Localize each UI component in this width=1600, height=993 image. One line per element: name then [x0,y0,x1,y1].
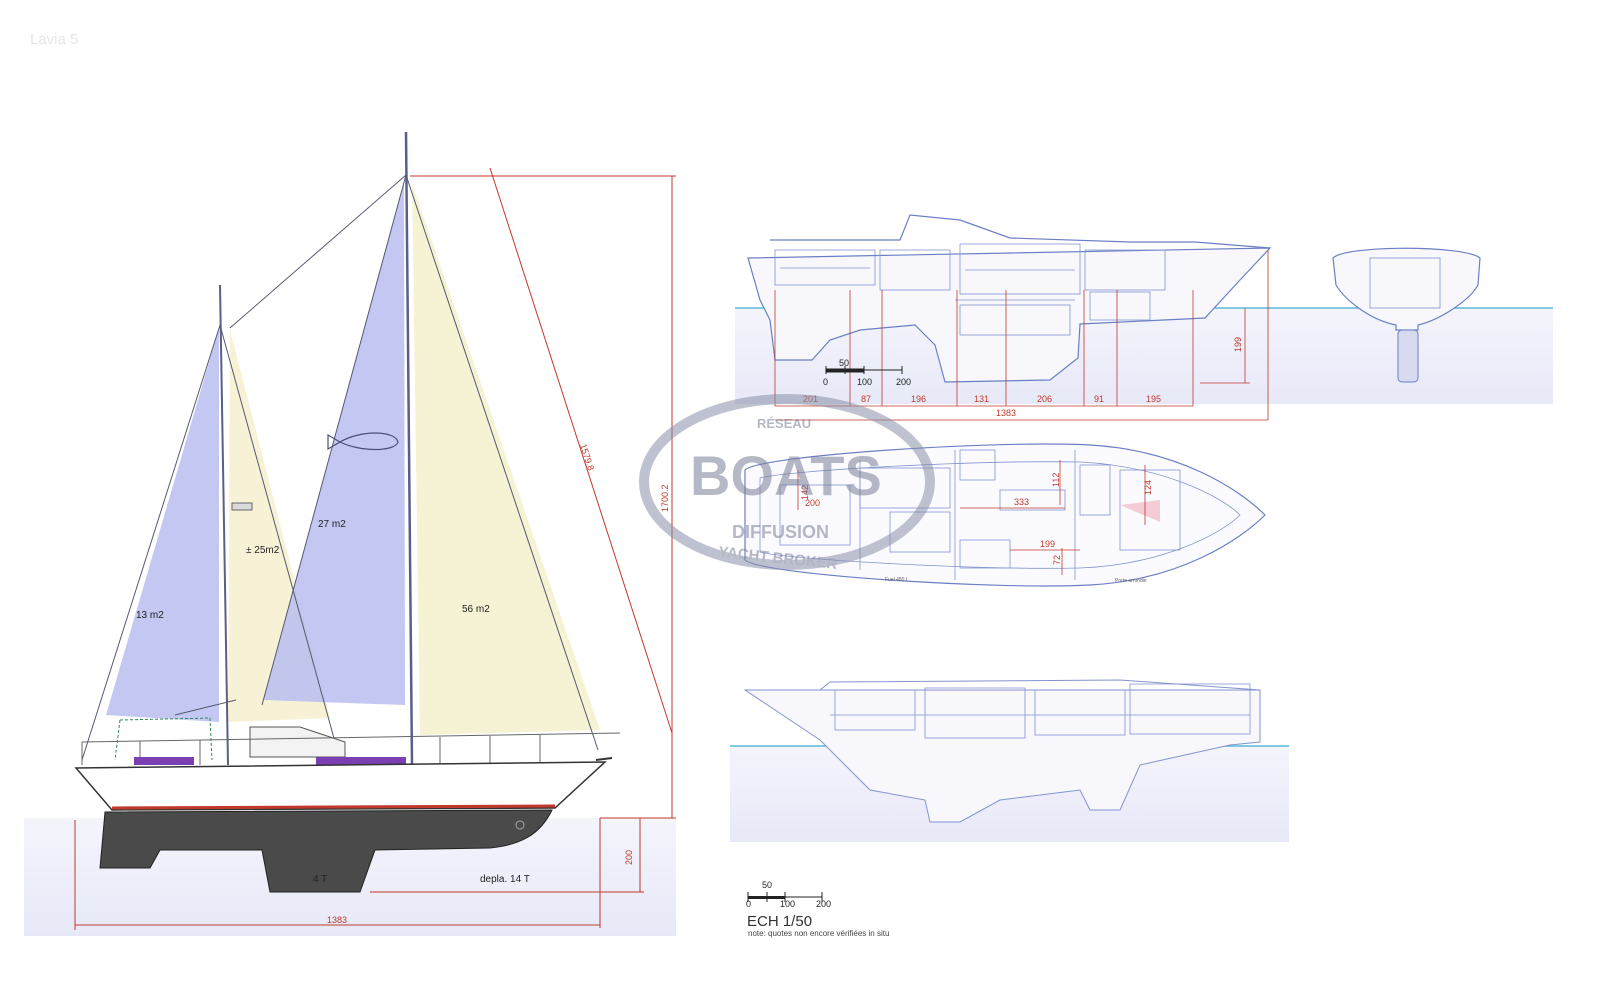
length-dimension: 1383 [327,915,347,925]
segment-label: 206 [1037,394,1052,404]
plan-note-porte: Porte arrondie [1115,578,1147,584]
interior-profile [730,679,1289,842]
interior-profile-hull [743,689,1261,823]
main-mast [404,131,414,766]
boot-stripe [111,804,556,810]
watermark-main: BOATS [690,444,882,507]
plan-dim-199: 199 [1040,539,1055,549]
watermark-middle: DIFFUSION [732,522,829,542]
segment-label: 87 [861,394,871,404]
main-sail [263,183,405,705]
ballast-label: 4 T [313,874,327,885]
mizzen-area: 13 m2 [136,610,164,621]
profile-total: 1383 [996,408,1016,418]
hull-underbody [99,809,553,893]
watermark-ring [639,394,935,570]
height-dimension: 1700.2 [660,484,670,512]
footer-scale-label: ECH 1/50 [747,913,812,930]
footer-scale: 50 0 100 200 ECH 1/50 note: quotes non e… [746,880,889,938]
sail-logo [327,432,399,451]
profile-scale-0: 0 [823,377,828,387]
profile-section: 50 0 100 200 199 201 87 196 131 206 91 1… [735,214,1553,421]
footer-scale-200: 200 [816,899,831,909]
plan-dim-200: 200 [805,498,820,508]
profile-scale-50: 50 [839,358,849,368]
draft-dimension: 200 [624,850,634,865]
plan-dim-124: 124 [1143,480,1153,495]
cross-section-keel [1397,329,1419,383]
plan-note-fuel: Fuel 480 l [885,577,907,583]
segment-label: 196 [911,394,926,404]
mizzen-mast [219,284,229,766]
sail-plan: 13 m2 ± 25m2 27 m2 56 m2 4 T depla. 14 T… [24,131,676,936]
footer-note: note: quotes non encore vérifiées in sit… [748,929,889,938]
segment-label: 195 [1146,394,1161,404]
bimini [114,717,213,761]
genoa-area: 56 m2 [462,604,490,615]
profile-hull [747,247,1272,383]
deck-cushion [316,757,406,765]
footer-scale-50: 50 [762,880,772,890]
segment-label: 131 [974,394,989,404]
main-area: 27 m2 [318,519,346,530]
cockpit-cushion [134,757,194,765]
plan-dim-112: 112 [1051,473,1061,487]
deckhouse [249,726,346,758]
plan-dim-72: 72 [1052,555,1062,565]
faint-title: Lavia 5 [30,31,78,48]
watermark-top: RÉSEAU [757,416,811,431]
radar-dome [231,502,253,511]
footer-scale-0: 0 [746,899,751,909]
profile-scale-100: 100 [857,377,872,387]
footer-scale-100: 100 [780,899,795,909]
mizzen-sail [106,328,219,722]
hull-topsides [74,761,607,811]
forepeak-highlight [1120,500,1160,522]
profile-height-199: 199 [1233,337,1243,352]
displacement-label: depla. 14 T [480,874,530,885]
genoa-sail [412,183,600,735]
staysail-area: ± 25m2 [246,545,280,556]
plan-dim-333: 333 [1014,497,1029,507]
diagonal-dimension: 1579.8 [578,443,596,472]
profile-coachroof [770,214,1271,249]
segment-label: 91 [1094,394,1104,404]
profile-scale-200: 200 [896,377,911,387]
plan-dim-142: 142 [800,485,810,500]
